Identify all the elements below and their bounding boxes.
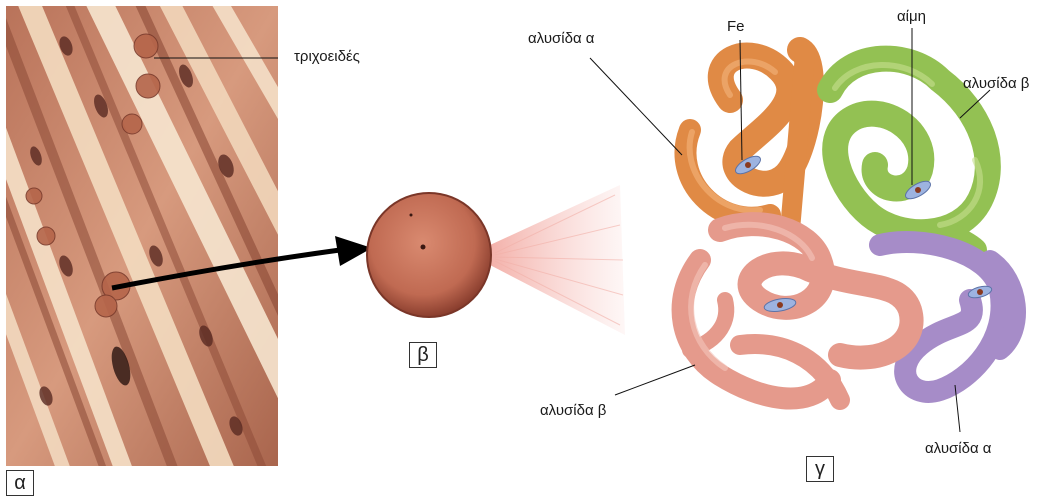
hemoglobin-molecule [520, 0, 1052, 460]
beta-chain-right-label: αλυσίδα β [963, 75, 1029, 92]
capillary-label: τριχοειδές [294, 48, 360, 65]
panel-beta-label: β [409, 342, 437, 368]
heme-label: αίμη [897, 8, 926, 25]
arrow-icon [110, 230, 380, 300]
beta-chain-bottom-label: αλυσίδα β [540, 402, 606, 419]
alpha-chain-top-label: αλυσίδα α [528, 30, 594, 47]
alpha-chain-bottom-label: αλυσίδα α [925, 440, 991, 457]
fe-label: Fe [727, 18, 745, 35]
panel-alpha-label: α [6, 470, 34, 496]
alpha-chain-top [685, 50, 810, 230]
panel-gamma-label: γ [806, 456, 834, 482]
